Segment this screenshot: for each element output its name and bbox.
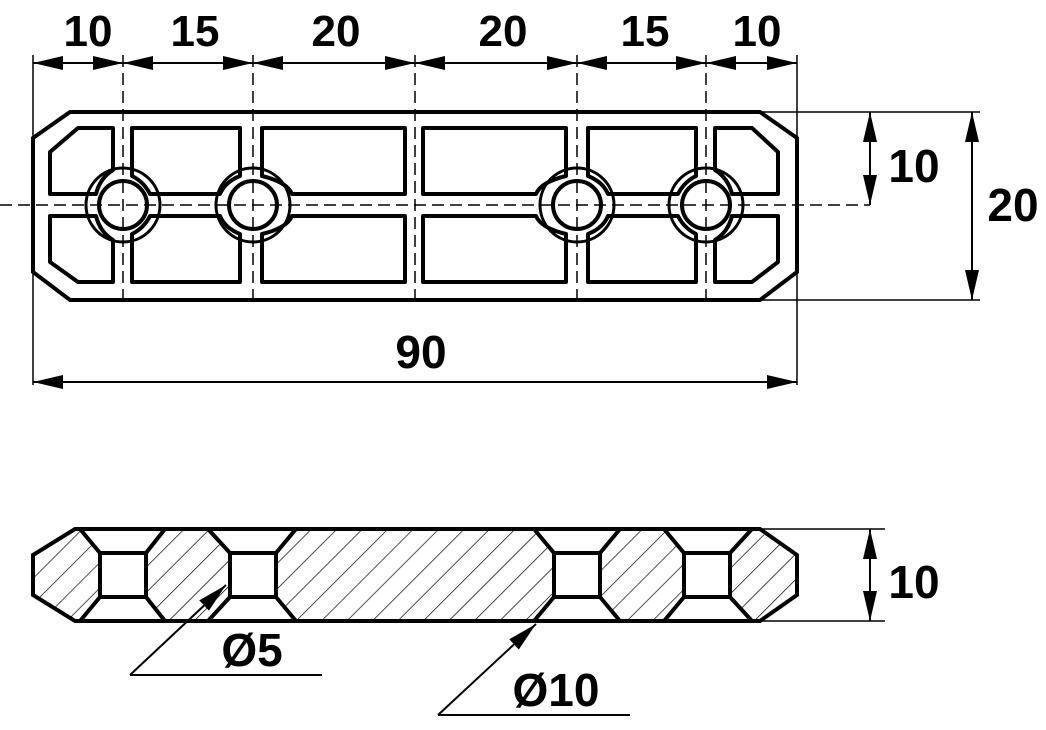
dim-label-overall-width: 20 — [987, 179, 1039, 231]
hole-leaders — [129, 584, 630, 716]
top-view — [0, 55, 980, 389]
dim-label-top-2: 15 — [170, 7, 220, 56]
dim-label-top-4: 20 — [478, 7, 528, 56]
section-view — [31, 527, 885, 716]
dim-label-overall-length: 90 — [395, 326, 447, 378]
dim-label-top-1: 10 — [63, 7, 113, 56]
dim-label-top-6: 10 — [732, 7, 782, 56]
center-lines — [0, 55, 870, 300]
dim-label-half-width: 10 — [888, 140, 940, 192]
dim-label-hole-small: Ø5 — [221, 624, 283, 676]
dim-label-top-5: 15 — [620, 7, 670, 56]
extension-lines — [32, 55, 980, 385]
dim-label-thickness: 10 — [888, 556, 940, 608]
dim-label-top-3: 20 — [311, 7, 361, 56]
dim-label-hole-large: Ø10 — [512, 664, 600, 716]
